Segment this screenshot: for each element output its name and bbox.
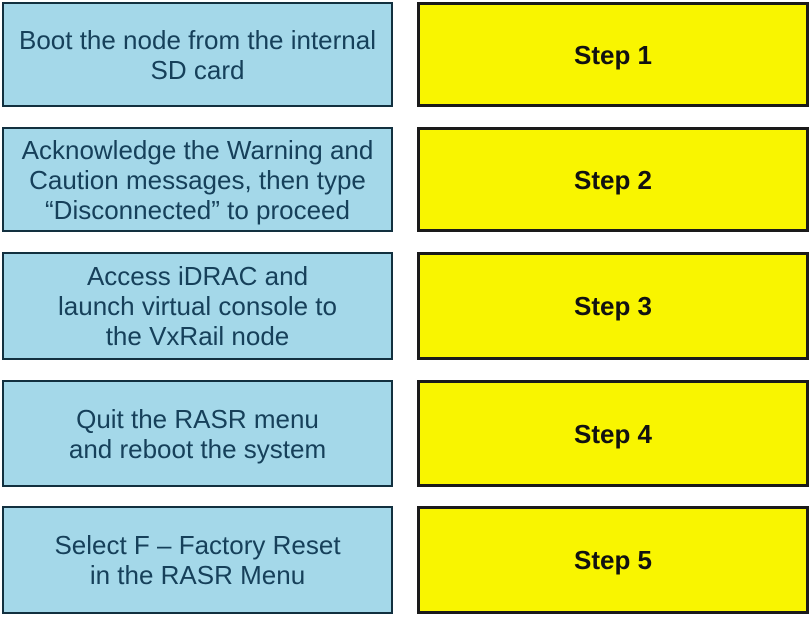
- matching-row-1: Boot the node from the internal SD card …: [2, 2, 811, 107]
- task-card-5[interactable]: Select F – Factory Reset in the RASR Men…: [2, 506, 393, 614]
- matching-row-3: Access iDRAC and launch virtual console …: [2, 252, 811, 360]
- step-card-4-label: Step 4: [573, 418, 653, 449]
- step-card-2[interactable]: Step 2: [417, 127, 809, 232]
- row-gap: [393, 380, 417, 487]
- task-card-2-label: Acknowledge the Warning and Caution mess…: [21, 134, 374, 225]
- row-gap: [393, 506, 417, 614]
- task-card-1-label: Boot the node from the internal SD card: [18, 24, 376, 85]
- matching-row-5: Select F – Factory Reset in the RASR Men…: [2, 506, 811, 614]
- row-gap: [393, 252, 417, 360]
- step-card-1-label: Step 1: [573, 39, 653, 70]
- step-card-4[interactable]: Step 4: [417, 380, 809, 487]
- task-card-3-label: Access iDRAC and launch virtual console …: [58, 261, 337, 351]
- matching-row-4: Quit the RASR menu and reboot the system…: [2, 380, 811, 487]
- row-gap: [393, 127, 417, 232]
- task-card-1[interactable]: Boot the node from the internal SD card: [2, 2, 393, 107]
- task-card-4[interactable]: Quit the RASR menu and reboot the system: [2, 380, 393, 487]
- row-gap: [393, 2, 417, 107]
- task-card-4-label: Quit the RASR menu and reboot the system: [68, 403, 327, 464]
- step-card-5-label: Step 5: [573, 545, 653, 575]
- step-card-1[interactable]: Step 1: [417, 2, 809, 107]
- task-card-5-label: Select F – Factory Reset in the RASR Men…: [54, 530, 341, 590]
- step-card-5[interactable]: Step 5: [417, 506, 809, 614]
- task-card-2[interactable]: Acknowledge the Warning and Caution mess…: [2, 127, 393, 232]
- step-card-3-label: Step 3: [573, 291, 653, 321]
- step-card-2-label: Step 2: [573, 164, 653, 195]
- matching-row-2: Acknowledge the Warning and Caution mess…: [2, 127, 811, 232]
- step-card-3[interactable]: Step 3: [417, 252, 809, 360]
- task-card-3[interactable]: Access iDRAC and launch virtual console …: [2, 252, 393, 360]
